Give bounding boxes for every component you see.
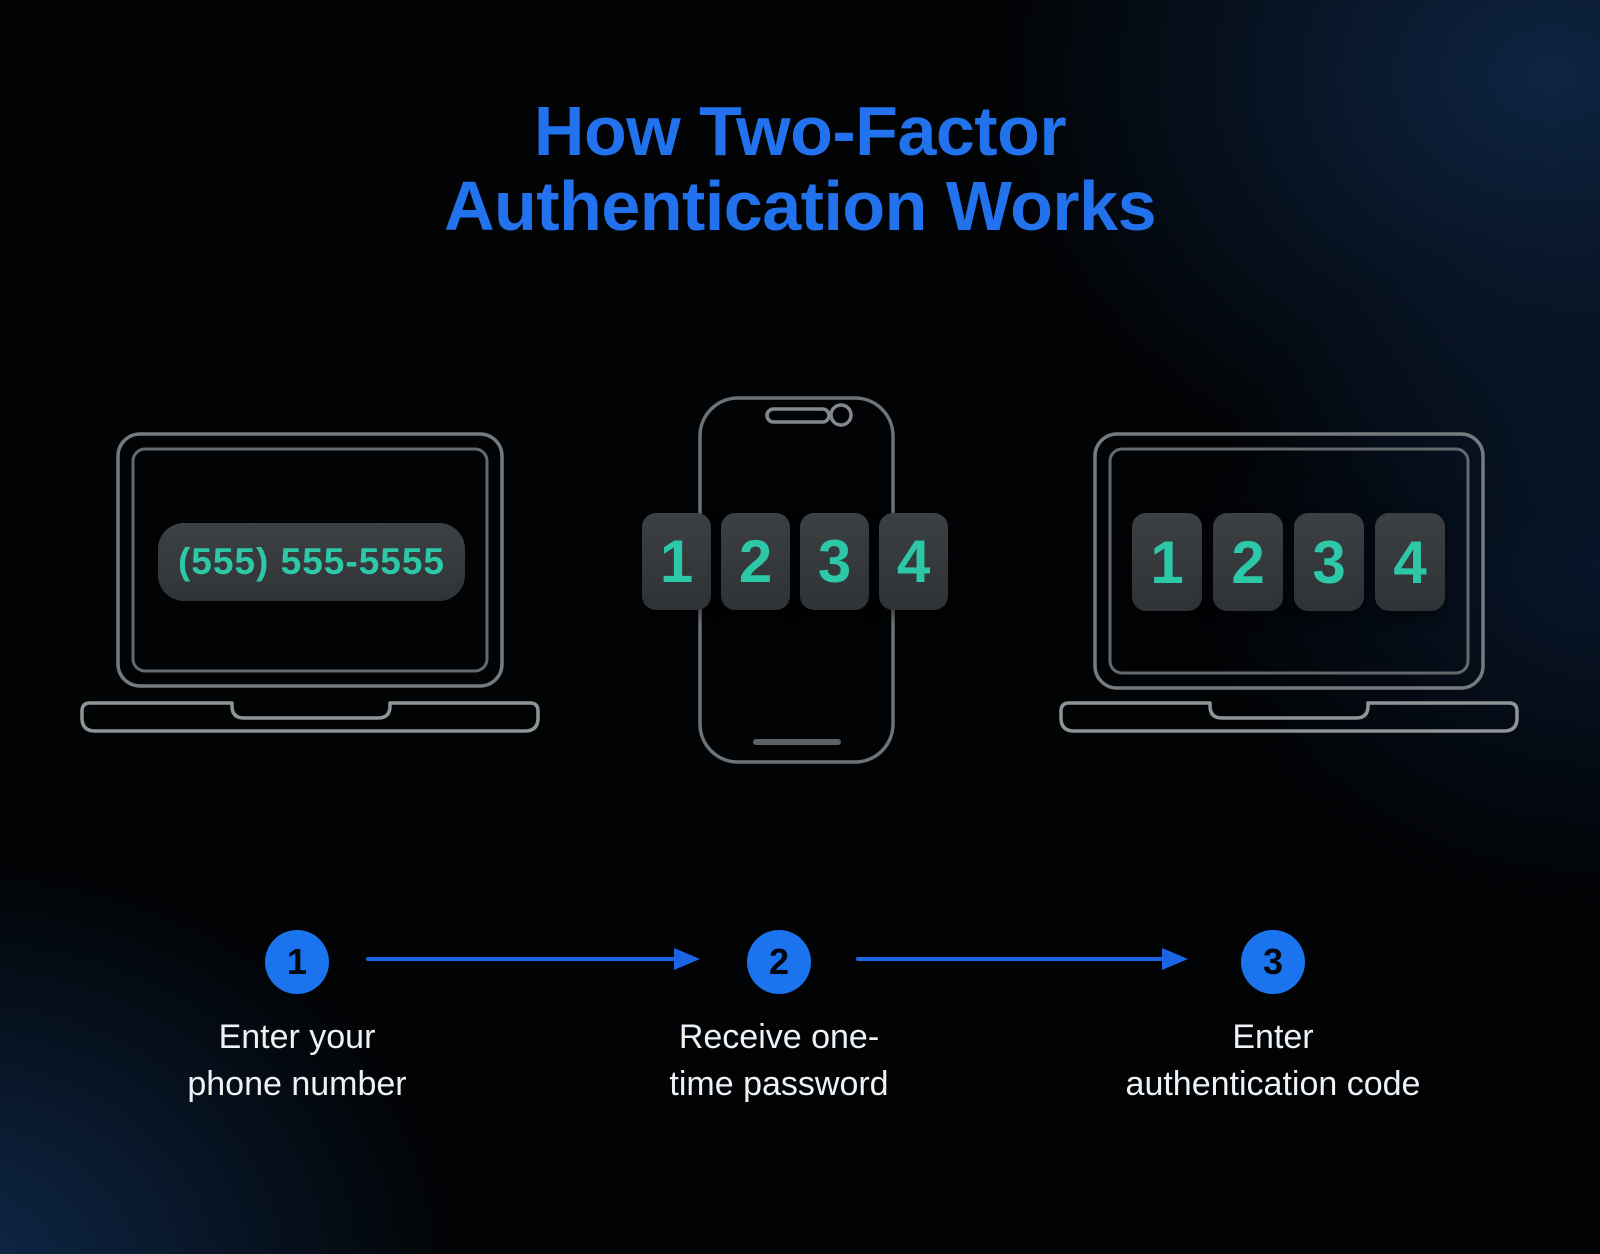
- otp-digit-tile-4: 4: [879, 513, 948, 610]
- otp-digit-tile-3: 3: [800, 513, 869, 610]
- laptop-left-base-outline: [80, 701, 540, 733]
- step-arrow-2: [856, 948, 1188, 970]
- step-3-label: Enter authentication code: [1125, 1018, 1421, 1103]
- auth-code-tile-4: 4: [1375, 513, 1445, 611]
- step-2-badge: 2: [747, 930, 811, 994]
- otp-digit-tile-1: 1: [642, 513, 711, 610]
- step-3-badge: 3: [1241, 930, 1305, 994]
- step-1-badge: 1: [265, 930, 329, 994]
- step-2-label: Receive one- time password: [669, 1018, 889, 1103]
- phone-camera-icon: [829, 403, 853, 427]
- auth-code-tile-2: 2: [1213, 513, 1283, 611]
- step-arrow-1: [366, 948, 700, 970]
- laptop-right-illustration: [1059, 432, 1519, 733]
- step-1-label: Enter your phone number: [187, 1018, 407, 1103]
- phone-number-field: (555) 555-5555: [158, 523, 465, 601]
- auth-code-tile-1: 1: [1132, 513, 1202, 611]
- laptop-left-screen-outer-outline: [116, 432, 504, 688]
- phone-home-bar: [753, 739, 841, 745]
- laptop-right-base-outline: [1059, 701, 1519, 733]
- laptop-right-screen-inner-outline: [1108, 447, 1470, 675]
- page-title: How Two-Factor Authentication Works: [443, 92, 1157, 245]
- laptop-left-illustration: [80, 432, 540, 733]
- laptop-right-screen-outer-outline: [1093, 432, 1485, 690]
- phone-speaker-icon: [765, 407, 831, 424]
- otp-digit-tile-2: 2: [721, 513, 790, 610]
- auth-code-tile-3: 3: [1294, 513, 1364, 611]
- laptop-left-screen-inner-outline: [131, 447, 489, 673]
